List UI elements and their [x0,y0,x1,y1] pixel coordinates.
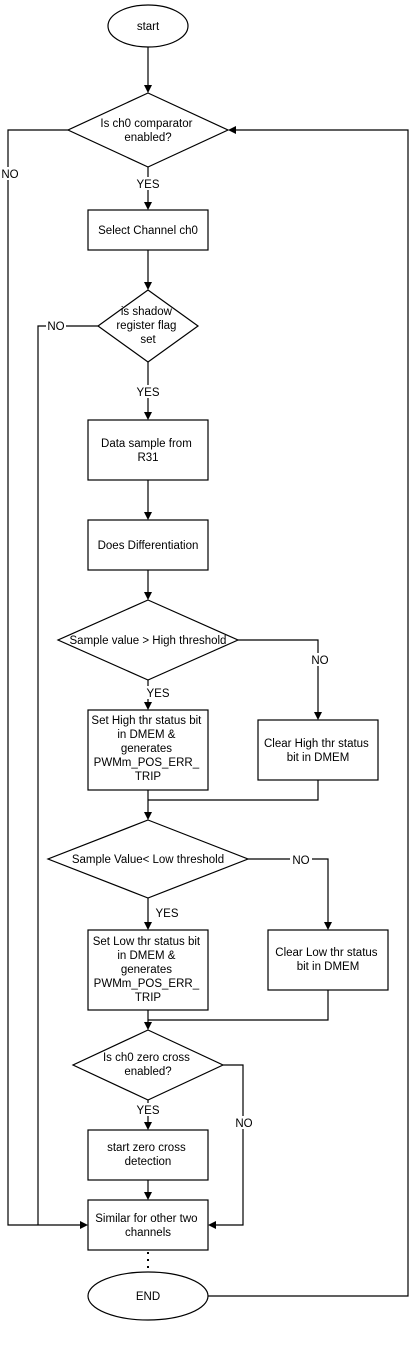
decision-ch0-comparator-label: Is ch0 comparator enabled? [100,118,195,144]
similar-channels-box [87,1199,209,1251]
clear-low-status-label: Clear Low thr status bit in DMEM [275,947,380,973]
decision-low-threshold-label: Sample Value< Low threshold [72,854,224,866]
yes-label-zero: YES [136,1105,159,1117]
edge-low-no [248,858,329,922]
decision-high-threshold-label: Sample value > High threshold [70,635,227,647]
select-channel-label: Select Channel ch0 [98,225,198,237]
differentiation-label: Does Differentiation [98,540,199,552]
no-label-low: NO [292,855,309,867]
set-low-status-label: Set Low thr status bit in DMEM & generat… [93,936,204,1004]
yes-label-shadow: YES [136,387,159,399]
yes-label-comparator: YES [136,179,159,191]
no-label-shadow: NO [47,321,64,333]
yes-label-low: YES [155,908,178,920]
decision-zero-cross [71,1029,225,1101]
edge-clear-low-merge [148,990,329,1021]
clear-high-status-label: Clear High thr status bit in DMEM [264,738,372,764]
no-label-comparator: NO [1,169,18,181]
arrowhead [144,922,152,930]
clear-low-status-box [267,929,389,991]
yes-label-high: YES [146,688,169,700]
arrowhead [144,812,152,820]
edge-comparator-no [7,129,80,1226]
arrowhead [228,126,236,134]
set-low-status-box [87,929,209,1011]
arrowhead [144,702,152,710]
no-label-zero: NO [235,1118,252,1130]
arrowhead [314,712,322,720]
edge-shadow-no [37,325,98,1225]
similar-channels-label: Similar for other two channels [95,1213,200,1239]
edge-high-no [238,639,319,712]
arrowhead [144,512,152,520]
start-label: start [137,21,160,33]
arrowhead [144,85,152,93]
data-sample-label: Data sample from R31 [101,438,195,464]
decision-ch0-comparator [66,92,230,168]
arrowhead [144,1122,152,1130]
arrowhead [144,1022,152,1030]
decision-shadow-flag-label: is shadow register flag set [116,306,179,346]
edge-end-loop-back [208,129,409,1297]
arrowhead [144,592,152,600]
zero-cross-detection-box [87,1129,209,1181]
edge-zero-no [216,1064,244,1226]
decision-zero-cross-label: Is ch0 zero cross enabled? [103,1052,193,1078]
arrowhead [80,1221,88,1229]
zero-cross-detection-label: start zero cross detection [107,1142,189,1168]
differentiation-box [87,519,209,571]
arrowhead [144,202,152,210]
set-high-status-box [87,709,209,791]
arrowhead [144,282,152,290]
end-label: END [136,1291,160,1303]
arrowhead [324,922,332,930]
edge-clear-high-merge [148,780,319,801]
set-high-status-label: Set High thr status bit in DMEM & genera… [91,715,204,783]
arrowhead [144,1192,152,1200]
arrowhead [144,412,152,420]
no-label-high: NO [311,655,328,667]
clear-high-status-box [257,719,379,781]
data-sample-box [87,419,209,481]
arrowhead [208,1221,216,1229]
